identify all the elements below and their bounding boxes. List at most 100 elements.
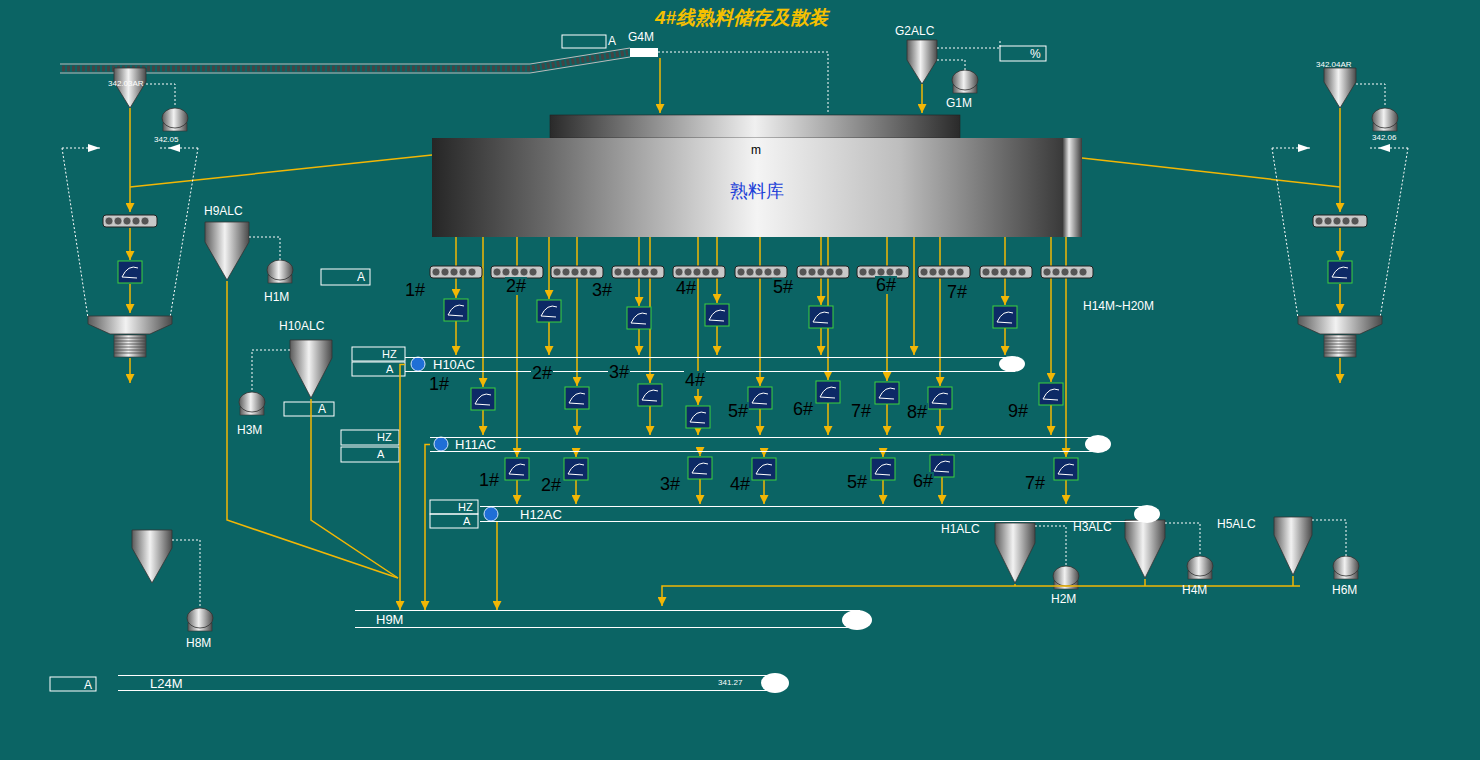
signal-line [1380, 148, 1408, 318]
material-flow-line [941, 477, 943, 504]
drive-motor-symbol [484, 507, 498, 521]
direction-arrow [1298, 144, 1310, 152]
feeder-mark [879, 388, 895, 399]
material-flow-line [921, 84, 923, 113]
feeder-symbol [1039, 383, 1063, 405]
feeder-symbol [564, 458, 588, 480]
feeder-symbol [928, 387, 952, 409]
chain-link [920, 268, 928, 276]
bellows-fold [1324, 347, 1356, 348]
dust-collector-symbol [290, 340, 332, 398]
feeder-symbol [686, 406, 710, 428]
feeder-mark [692, 463, 708, 474]
value-field [430, 500, 478, 514]
equipment-tag: H1ALC [941, 523, 980, 535]
signal-line [249, 237, 280, 260]
material-flow-line [1065, 480, 1067, 504]
feeder-mark [122, 267, 138, 278]
chain-conveyor-symbol [103, 215, 157, 227]
equipment-tag: H3ALC [1073, 521, 1112, 533]
direction-arrow [88, 144, 100, 152]
dust-collector-symbol [132, 530, 172, 583]
feeder-symbol [638, 384, 662, 406]
feeder-mark [756, 464, 772, 475]
signal-line [1272, 148, 1298, 318]
feeder-mark [997, 312, 1013, 323]
material-flow-line [699, 455, 701, 456]
feeder-mark [932, 393, 948, 404]
material-flow-line [886, 404, 888, 435]
status-label: HZ [382, 349, 397, 360]
fan-symbol [162, 108, 188, 128]
value-field [430, 514, 478, 528]
flow-connector [425, 445, 430, 611]
equipment-tag: H8M [186, 637, 211, 649]
dust-collector-symbol [995, 523, 1035, 583]
chain-link [141, 217, 149, 225]
material-flow-line [1050, 405, 1052, 435]
feeder-symbol [871, 458, 895, 480]
equipment-tag: G4M [628, 31, 654, 43]
signal-line [937, 60, 965, 70]
feeder-mark [541, 306, 557, 317]
belt-conveyor: H9M [355, 610, 860, 628]
signal-line [170, 148, 198, 318]
feeder-symbol [875, 382, 899, 404]
callout-number: 2# [531, 364, 553, 382]
material-flow-line [1339, 284, 1341, 313]
dust-collector-symbol [907, 40, 937, 84]
equipment-tag: H1M [264, 291, 289, 303]
material-flow-line [913, 237, 915, 355]
callout-number: 1# [404, 281, 426, 299]
chain-link [826, 268, 834, 276]
feeder-symbol [537, 300, 561, 322]
direction-arrow [1378, 144, 1390, 152]
material-flow-line [763, 455, 765, 457]
bellows-fold [114, 344, 146, 345]
bellows-fold [1324, 353, 1356, 354]
belt-tag: H9M [376, 613, 403, 626]
callout-number: 2# [540, 476, 562, 494]
material-flow-line [311, 399, 398, 578]
tag-number: 342.04AR [1316, 61, 1352, 69]
chain-link [562, 268, 570, 276]
feeder-mark [448, 305, 464, 316]
callout-number: 4# [675, 279, 697, 297]
unit-label: A [84, 679, 92, 691]
chain-link [702, 268, 710, 276]
page-title: 4#线熟料储存及散装 [655, 8, 828, 27]
chain-link [614, 268, 622, 276]
chain-link [1351, 217, 1359, 225]
chain-link [123, 217, 131, 225]
tag-number: 342.06 [1372, 134, 1396, 142]
material-flow-line [763, 480, 765, 504]
drive-motor-symbol [411, 357, 425, 371]
chain-conveyor-symbol [673, 266, 725, 278]
chain-link [746, 268, 754, 276]
material-flow-line [482, 410, 484, 435]
value-field [352, 347, 405, 361]
dust-collector-symbol [1274, 517, 1312, 575]
material-flow-line [129, 284, 131, 313]
signal-line [62, 148, 88, 318]
head-pulley [842, 610, 872, 630]
material-flow-line [759, 409, 761, 435]
belt-tag: H12AC [520, 508, 562, 521]
callout-number: 8# [906, 403, 928, 421]
equipment-tag: H6M [1332, 584, 1357, 596]
feeder-mark [1332, 267, 1348, 278]
equipment-tag: G1M [946, 97, 972, 109]
chain-link [755, 268, 763, 276]
callout-number: 5# [846, 473, 868, 491]
fan-symbol [1372, 108, 1398, 128]
bellows-symbol [114, 335, 146, 357]
feeder-symbol [705, 304, 729, 326]
feeder-symbol [748, 387, 772, 409]
material-flow-line [759, 237, 761, 386]
material-flow-line [827, 403, 829, 435]
belt-tag: H10AC [433, 358, 475, 371]
tag-number: 342.05 [154, 136, 178, 144]
belt-conveyor-symbol [62, 53, 628, 69]
material-flow-line [939, 409, 941, 435]
callout-number: 6# [875, 276, 897, 294]
